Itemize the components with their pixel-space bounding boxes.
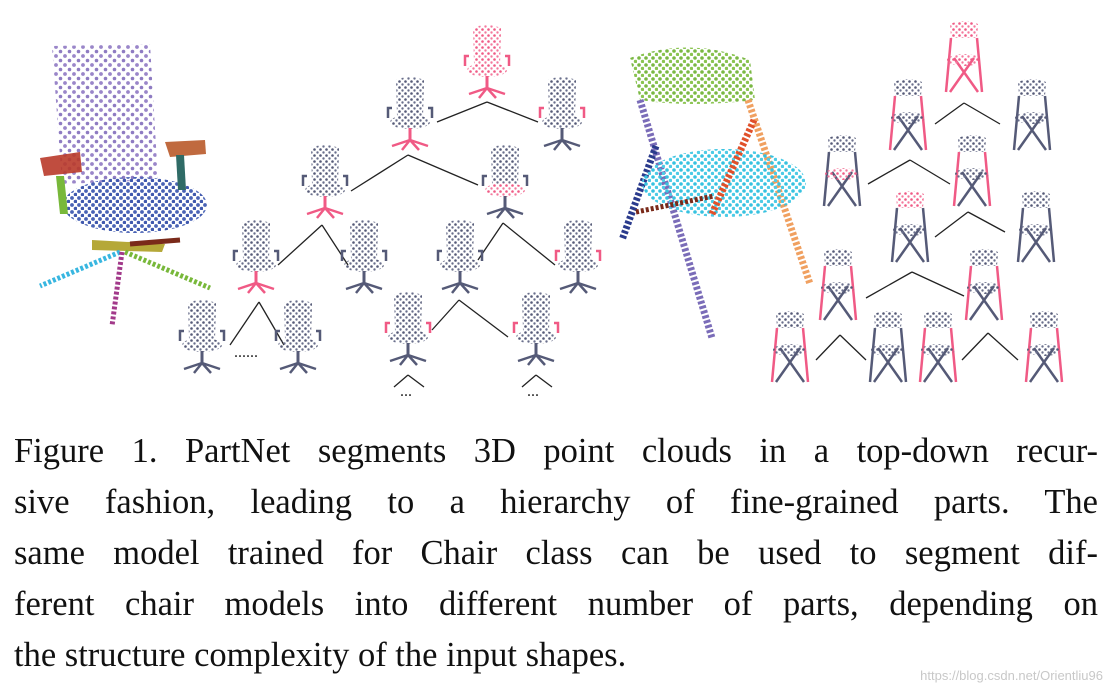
caption-line-2: sive fashion, leading to a hierarchy of …: [14, 483, 1098, 521]
folding-chair-hierarchy: [770, 19, 1064, 384]
hierarchy-root-chair: [463, 23, 511, 100]
folding-chair-seat-part: [642, 149, 806, 217]
segmented-folding-chair: [618, 47, 814, 340]
caption-line-3: same model trained for Chair class can b…: [14, 534, 1098, 572]
folding-chair-back-part: [630, 47, 755, 104]
segmented-office-chair: [39, 44, 211, 327]
figure-illustration: ...... ... ...: [39, 19, 1064, 400]
chair-left-arm-part: [40, 152, 82, 176]
folding-hierarchy-root: [944, 19, 984, 94]
hierarchy-ellipsis-b: ...: [527, 383, 539, 400]
chair-right-arm-part: [165, 140, 206, 157]
chair-back-part: [52, 44, 158, 184]
caption-line-5: the structure complexity of the input sh…: [14, 636, 627, 674]
office-chair-hierarchy: ...... ... ...: [178, 23, 602, 400]
caption-line-1: Figure 1. PartNet segments 3D point clou…: [14, 432, 1098, 470]
hierarchy-ellipsis-small: ......: [234, 344, 258, 361]
watermark-url: https://blog.csdn.net/Orientliu96: [920, 668, 1103, 683]
chair-seat-part: [63, 177, 207, 233]
hierarchy-ellipsis-a: ...: [400, 383, 412, 400]
caption-line-4: ferent chair models into different numbe…: [14, 585, 1098, 623]
figure-caption: Figure 1. PartNet segments 3D point clou…: [14, 426, 1098, 681]
